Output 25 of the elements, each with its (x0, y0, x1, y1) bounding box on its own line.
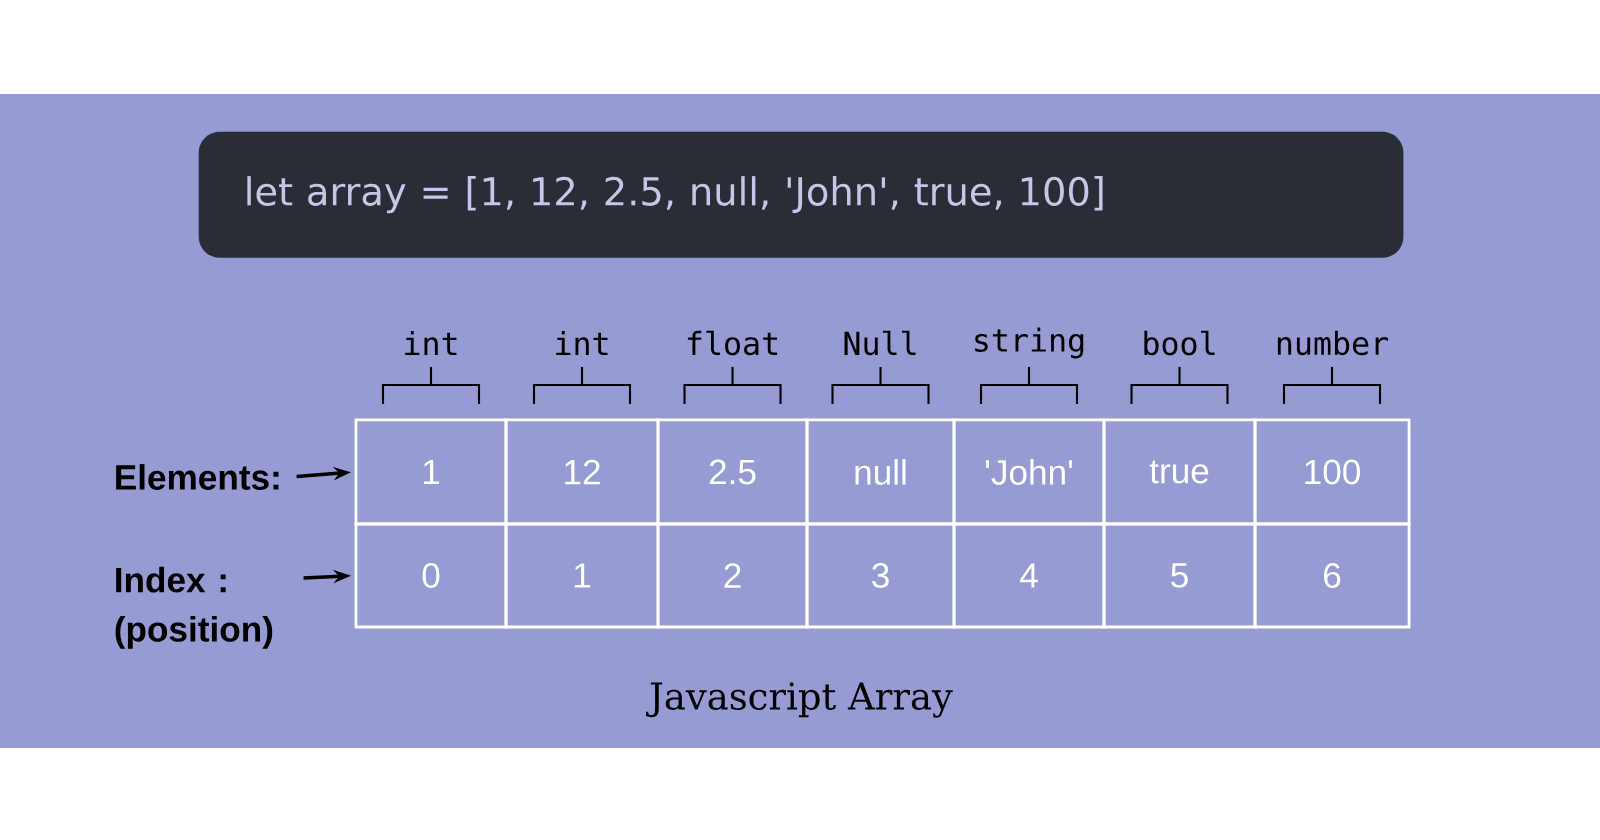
element-cell: 1 (354, 418, 508, 526)
index-cell: 3 (805, 522, 956, 629)
type-label: int (405, 330, 457, 355)
element-cell: true (1102, 418, 1257, 526)
element-cell: 12 (504, 418, 660, 526)
type-label: number (1277, 330, 1388, 356)
type-label: Null (844, 330, 916, 356)
type-label: float (687, 330, 778, 356)
index-cell: 1 (504, 522, 660, 629)
element-cell: 2.5 (656, 418, 809, 526)
caption: Javascript Array (646, 682, 953, 718)
type-label: bool (1144, 330, 1215, 356)
index-cell: 5 (1102, 522, 1257, 629)
element-cell: 100 (1253, 418, 1411, 526)
element-cell: 'John' (952, 418, 1106, 526)
index-cell: 4 (952, 522, 1106, 629)
row-label: Index : (position) (115, 566, 273, 649)
element-cell: null (805, 418, 956, 526)
index-cell: 6 (1253, 522, 1411, 629)
code-box: let array = [1, 12, 2.5, null, 'John', true, 100] (198, 131, 1404, 258)
type-label: int (556, 330, 608, 355)
type-label: string (975, 327, 1084, 359)
index-cell: 2 (656, 522, 809, 629)
index-cell: 0 (354, 522, 508, 629)
row-label: Elements: (116, 464, 279, 490)
